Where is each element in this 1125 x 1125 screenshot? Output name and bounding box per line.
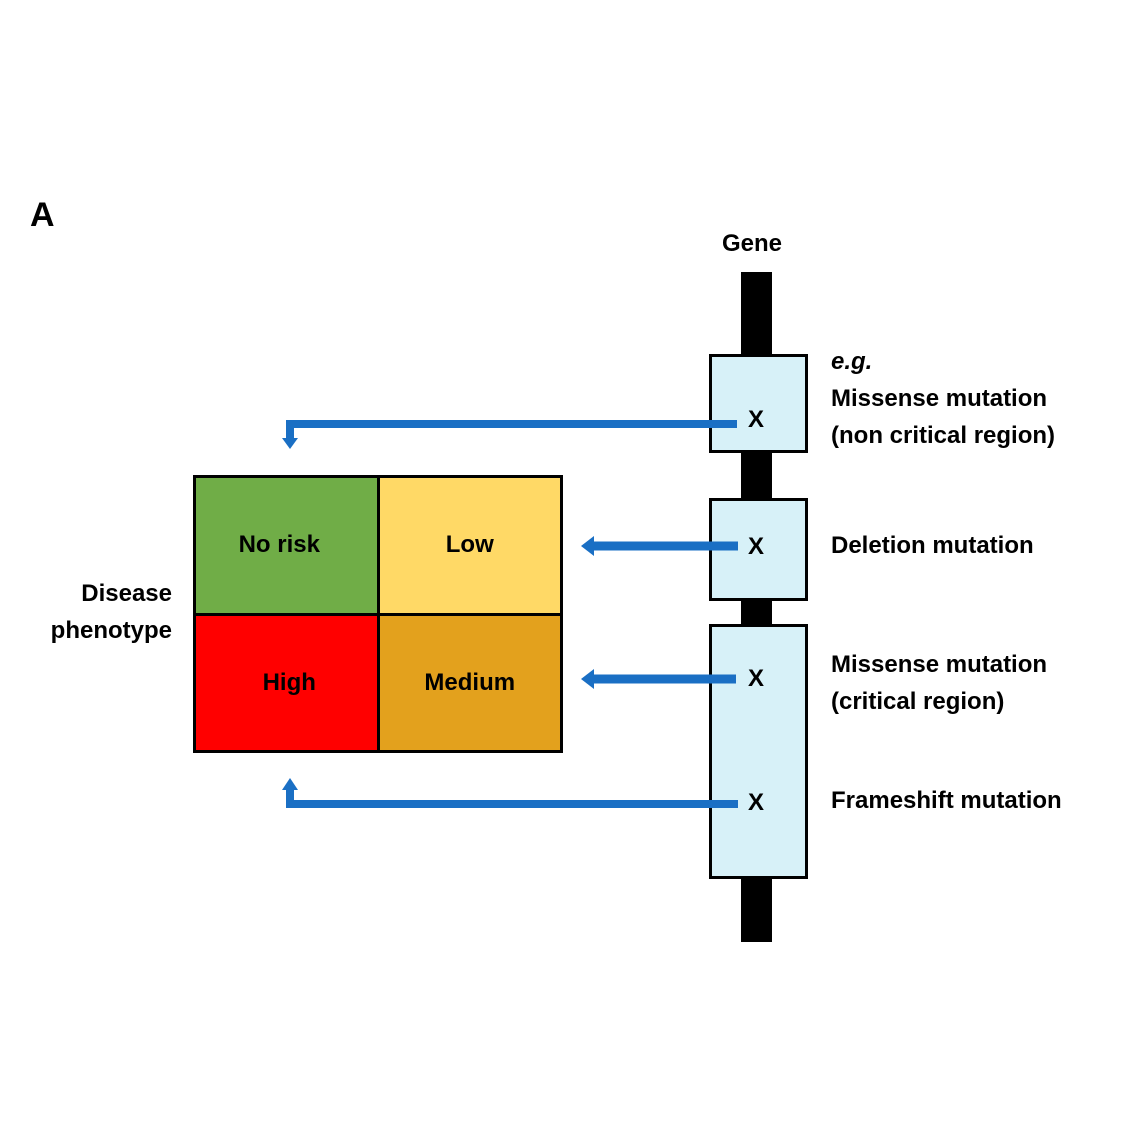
arrowhead-down xyxy=(282,438,298,449)
mutation-label-line: Missense mutation xyxy=(831,651,1048,678)
arrow-shaft xyxy=(286,788,738,808)
arrowhead-left xyxy=(581,669,594,689)
risk-cell-label: No risk xyxy=(238,531,320,559)
risk-cell-medium: Medium xyxy=(379,615,560,750)
risk-cell-no-risk: No risk xyxy=(196,478,377,613)
mutation-label-missense-critical: Missense mutation (critical region) xyxy=(831,646,1047,720)
risk-grid: No risk Low High Medium xyxy=(193,475,563,753)
risk-cell-label: Low xyxy=(445,531,494,559)
risk-cell-low: Low xyxy=(379,478,560,613)
mutation-label-line: Missense mutation xyxy=(831,385,1048,412)
arrow-deletion-to-low xyxy=(581,536,738,556)
arrowhead-left xyxy=(581,536,594,556)
mutation-label-line: (non critical region) xyxy=(831,422,1056,449)
mutation-label-line: Frameshift mutation xyxy=(831,787,1062,814)
mutation-mark-1: X xyxy=(748,406,765,433)
phenotype-label-line: phenotype xyxy=(50,617,172,644)
exon-1 xyxy=(709,354,808,453)
risk-cell-high: High xyxy=(196,615,377,750)
arrow-missense-noncritical-to-no-risk xyxy=(282,420,737,449)
mutation-label-frameshift: Frameshift mutation xyxy=(831,782,1062,819)
exon-3 xyxy=(709,624,808,879)
example-prefix: e.g. xyxy=(831,348,873,375)
gene-title: Gene xyxy=(722,230,783,257)
panel-label: A xyxy=(30,196,55,234)
arrow-frameshift-to-high xyxy=(282,778,738,808)
risk-cell-label: Medium xyxy=(424,668,516,696)
arrowhead-up xyxy=(282,778,298,790)
mutation-label-line: Deletion mutation xyxy=(831,532,1034,559)
mutation-label-line: (critical region) xyxy=(831,688,1005,715)
mutation-mark-3: X xyxy=(748,665,765,692)
mutation-label-deletion: Deletion mutation xyxy=(831,527,1034,564)
mutation-mark-4: X xyxy=(748,789,765,816)
disease-phenotype-label: Disease phenotype xyxy=(20,575,172,649)
arrow-shaft xyxy=(286,420,737,440)
arrow-missense-critical-to-medium xyxy=(581,669,736,689)
mutation-label-missense-noncritical: e.g. Missense mutation (non critical reg… xyxy=(831,343,1055,454)
phenotype-label-line: Disease xyxy=(81,580,172,607)
mutation-mark-2: X xyxy=(748,533,765,560)
risk-cell-label: High xyxy=(262,668,316,696)
